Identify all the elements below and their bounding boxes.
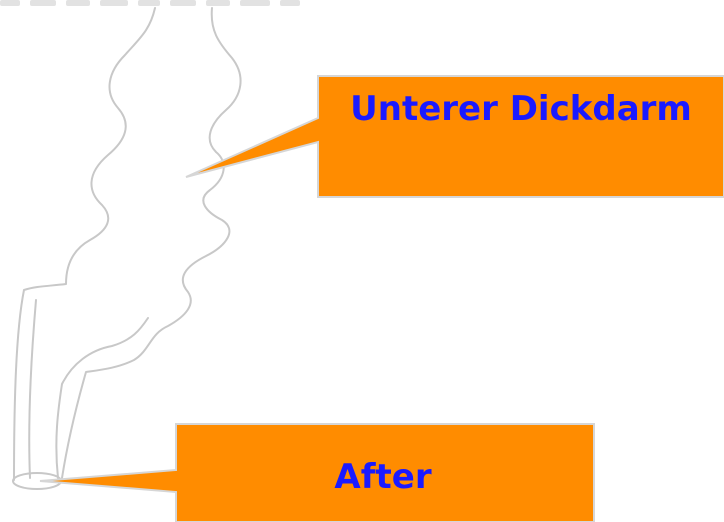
- colon-outline: [13, 8, 241, 489]
- callout-box-lower: [40, 424, 594, 522]
- callout-unterer-dickdarm: Unterer Dickdarm: [186, 76, 724, 197]
- colon-left-wall: [14, 8, 155, 480]
- colon-fold-line: [29, 300, 36, 478]
- callout-after: After: [40, 424, 594, 522]
- callout-label-lower: After: [334, 457, 431, 497]
- callout-label-upper: Unterer Dickdarm: [350, 89, 692, 129]
- title-fragment: [0, 0, 300, 6]
- colon-right-wall: [62, 8, 241, 478]
- colon-fold-line: [56, 318, 148, 478]
